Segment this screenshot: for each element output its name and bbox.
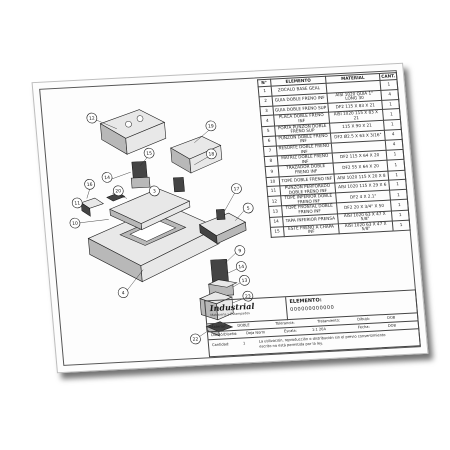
balloon-label: 18 [208, 151, 214, 157]
balloon-label: 4 [122, 290, 126, 296]
balloon-label: 17 [233, 186, 239, 192]
row-number: 14 [269, 216, 283, 228]
row-number: 12 [267, 196, 282, 207]
part-balloon: 11 [71, 197, 83, 209]
meta-value: DOBLE [237, 323, 250, 328]
meta-label: Dibujó: [357, 316, 371, 322]
title-block: Industrial Matriceria y Estampados ELEME… [204, 289, 421, 358]
part-upper-block [99, 109, 167, 155]
part-balloon: 10 [69, 217, 81, 229]
part-balloon: 23 [242, 290, 254, 302]
balloon-label: 9 [238, 248, 242, 254]
balloon-label: 5 [247, 206, 251, 212]
meta-value: Deja Norm [245, 330, 266, 336]
row-number: 11 [266, 185, 281, 197]
part-base-plate [87, 204, 220, 283]
part-balloon: 5 [242, 202, 254, 214]
row-quantity: 1 [392, 219, 411, 232]
part-bottom-pad [205, 321, 234, 337]
meta-label: Dibujó/Diseñó: [210, 331, 238, 338]
part-balloon: 18 [206, 148, 217, 160]
element-label: ELEMENTO: [289, 297, 322, 305]
balloon-label: 14 [104, 175, 110, 181]
balloon-label: 16 [87, 182, 93, 188]
balloon-label: 10 [72, 221, 78, 227]
row-number: 4 [260, 115, 275, 127]
part-balloon: 3 [149, 185, 160, 197]
quantity-label: Cantidad: [211, 342, 230, 348]
part-balloon: 19 [205, 120, 217, 132]
element-code: 000000000000 [289, 304, 335, 313]
row-material: AISI 1020 63 X 47 X 5/8" [338, 221, 394, 234]
row-number: 2 [258, 95, 273, 107]
part-lower-punch [207, 258, 238, 297]
row-number: 7 [263, 145, 277, 157]
part-springs [130, 161, 185, 193]
balloon-label: 19 [208, 123, 214, 129]
part-balloon: 9 [234, 245, 246, 256]
balloon-label: 20 [115, 188, 121, 194]
part-balloon: 17 [231, 183, 242, 194]
part-side-stop [198, 209, 247, 245]
balloon-label: 22 [192, 336, 198, 342]
part-balloon: 15 [143, 147, 155, 159]
row-number: 8 [264, 156, 278, 167]
balloon-label: 11 [74, 200, 80, 206]
row-number: 15 [270, 226, 284, 238]
meta-value: DOB [387, 315, 396, 320]
meta-label: Tratamiento: [317, 318, 341, 324]
part-die-plate [109, 188, 191, 231]
row-number: 9 [265, 166, 279, 178]
balloon-label: 13 [241, 278, 247, 284]
logo-subtitle: Matriceria y Estampados [210, 311, 251, 318]
part-balloon: 20 [112, 185, 124, 197]
part-balloon: 12 [86, 112, 98, 124]
quantity-value: 1 [242, 341, 246, 346]
part-stripper-block [199, 291, 234, 321]
row-element: ESTE FRENO A CHAPA INF [282, 223, 340, 237]
meta-label: Tolerancia: [275, 320, 295, 326]
part-balloon: 14 [101, 172, 113, 183]
balloon-label: 12 [89, 116, 95, 122]
balloon-label: 15 [146, 151, 152, 157]
part-balloon: 16 [84, 179, 95, 190]
meta-label: Material: [210, 324, 227, 330]
balloon-label: 3 [153, 188, 157, 194]
row-number: 6 [262, 135, 276, 147]
row-number: 13 [268, 206, 283, 218]
part-balloons: 12 19 15 14 18 20 11 3 10 17 5 16 4 9 14 13 23 22 [69, 112, 254, 345]
meta-label: Fecha: [357, 324, 370, 330]
part-balloon: 14 [235, 261, 247, 272]
part-balloon: 13 [239, 275, 250, 286]
balloon-label: 23 [245, 294, 251, 300]
meta-value: DOB [387, 323, 397, 328]
meta-value: 1:1 20A [311, 327, 327, 332]
row-number: 5 [261, 125, 275, 137]
balloon-label: 14 [238, 264, 244, 270]
meta-label: Escala: [283, 328, 297, 334]
exploded-assembly-drawing: 12 19 15 14 18 20 11 3 10 17 5 16 4 9 14 13 23 22 [69, 109, 254, 345]
part-balloon: 4 [117, 287, 129, 298]
part-balloon: 22 [190, 333, 201, 345]
